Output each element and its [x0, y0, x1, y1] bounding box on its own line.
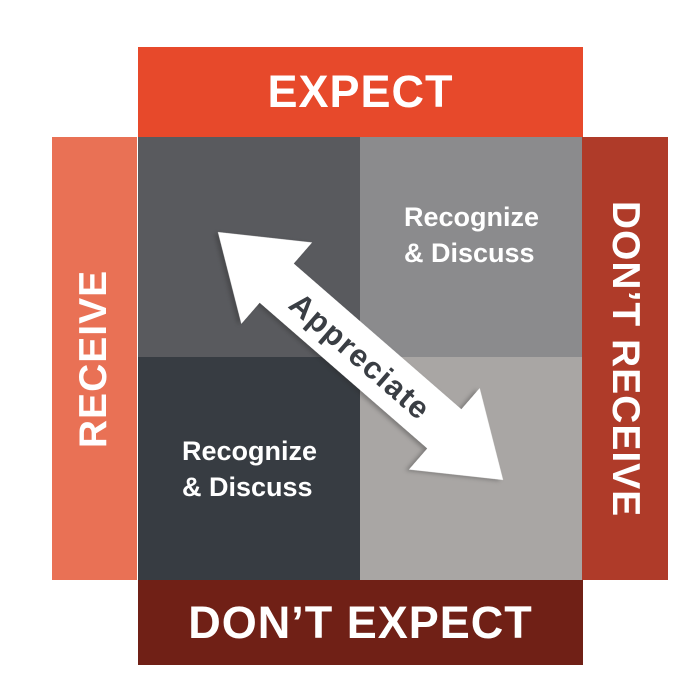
bar-expect-label: EXPECT [267, 66, 454, 117]
quadrant-dont-expect-dont-receive [360, 357, 582, 580]
quadrant-label-line1: Recognize [182, 436, 318, 466]
quadrant-label-line2: & Discuss [182, 472, 313, 502]
quadrant-label-line2: & Discuss [404, 238, 535, 268]
quadrant-label: Recognize & Discuss [182, 433, 317, 505]
quadrant-expect-receive [138, 137, 360, 357]
bar-expect: EXPECT [138, 47, 583, 137]
quadrant-expect-dont-receive: Recognize & Discuss [360, 137, 582, 357]
quadrant-label-line1: Recognize [404, 202, 540, 232]
bar-dont-expect: DON’T EXPECT [138, 580, 583, 665]
bar-dont-receive: DON’T RECEIVE [582, 137, 668, 580]
bar-dont-expect-label: DON’T EXPECT [188, 596, 533, 648]
bar-receive-label: RECEIVE [72, 269, 116, 448]
quadrant-label: Recognize & Discuss [404, 199, 539, 271]
bar-receive: RECEIVE [52, 137, 137, 580]
quadrant-dont-expect-receive: Recognize & Discuss [138, 357, 360, 580]
bar-dont-receive-label: DON’T RECEIVE [604, 200, 647, 517]
